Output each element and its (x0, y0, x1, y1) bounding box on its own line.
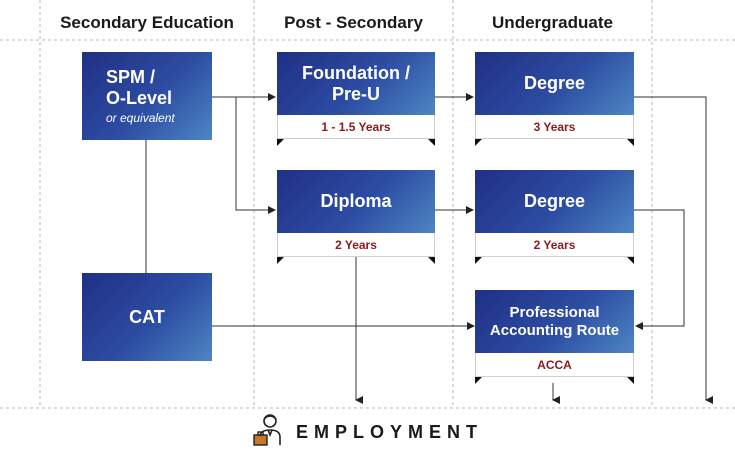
businessman-briefcase-icon (253, 414, 281, 446)
degree-mid-box: Degree (475, 170, 634, 233)
grid-dividers (0, 0, 735, 409)
degree-mid-corner-right (627, 257, 634, 264)
spm-line1: SPM / (106, 66, 156, 87)
degree-mid-duration: 2 Years (475, 233, 634, 257)
accounting-corner-right (627, 377, 634, 384)
spm-sub: or equivalent (106, 110, 175, 125)
diploma-corner-left (277, 257, 284, 264)
degree-mid-corner-left (475, 257, 482, 264)
foundation-box: Foundation / Pre-U (277, 52, 435, 115)
degree-top-label: Degree (523, 73, 586, 93)
cat-label: CAT (129, 306, 165, 327)
accounting-line1: Professional (509, 303, 600, 321)
degree-top-duration: 3 Years (475, 115, 634, 139)
accounting-duration: ACCA (475, 353, 634, 377)
diploma-corner-right (428, 257, 435, 264)
foundation-line2: Pre-U (331, 83, 380, 104)
foundation-duration: 1 - 1.5 Years (277, 115, 435, 139)
employment-label: EMPLOYMENT (296, 422, 484, 442)
accounting-line2: Accounting Route (489, 321, 620, 339)
foundation-line1: Foundation / (302, 62, 410, 83)
professional-accounting-box: Professional Accounting Route (475, 290, 634, 353)
accounting-corner-left (475, 377, 482, 384)
degree-top-corner-left (475, 139, 482, 146)
foundation-corner-left (277, 139, 284, 146)
degree-mid-label: Degree (523, 191, 586, 211)
spm-o-level-box: SPM / O-Level or equivalent (82, 52, 212, 140)
cat-box: CAT (82, 273, 212, 361)
spm-line2: O-Level (106, 87, 173, 108)
degree-top-corner-right (627, 139, 634, 146)
foundation-corner-right (428, 139, 435, 146)
header-post-secondary: Post - Secondary (284, 13, 423, 32)
header-secondary-education: Secondary Education (60, 13, 234, 32)
diploma-box: Diploma (277, 170, 435, 233)
header-undergraduate: Undergraduate (492, 13, 613, 32)
degree-top-box: Degree (475, 52, 634, 115)
diploma-duration: 2 Years (277, 233, 435, 257)
diploma-label: Diploma (320, 191, 392, 211)
